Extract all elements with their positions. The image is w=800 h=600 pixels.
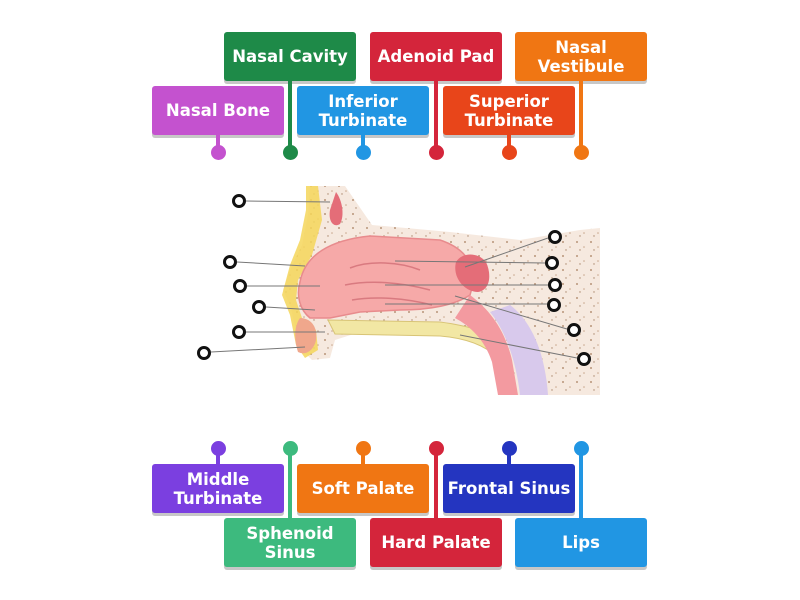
tile-pin-dot	[356, 441, 371, 456]
leader-lines	[210, 200, 578, 359]
tile-pin-dot	[356, 145, 371, 160]
spine-shape	[490, 305, 548, 395]
tile-pin-stem	[434, 80, 438, 152]
tile-pin-dot	[283, 145, 298, 160]
slot-7[interactable]	[548, 230, 562, 244]
pharynx-shape	[455, 295, 518, 395]
tile-pin-dot	[574, 441, 589, 456]
slot-9[interactable]	[548, 278, 562, 292]
tile-pin-stem	[579, 80, 583, 152]
tile-nasal-vestibule[interactable]: Nasal Vestibule	[515, 32, 647, 81]
tile-adenoid-pad[interactable]: Adenoid Pad	[370, 32, 502, 81]
slot-2[interactable]	[223, 255, 237, 269]
slot-12[interactable]	[577, 352, 591, 366]
tile-frontal-sinus[interactable]: Frontal Sinus	[443, 464, 575, 513]
slot-8[interactable]	[545, 256, 559, 270]
tile-nasal-cavity[interactable]: Nasal Cavity	[224, 32, 356, 81]
tile-pin-stem	[579, 448, 583, 520]
lips-shape	[295, 318, 317, 354]
tile-pin-stem	[216, 448, 220, 466]
tile-pin-dot	[502, 145, 517, 160]
tile-inferior-turbinate[interactable]: Inferior Turbinate	[297, 86, 429, 135]
tile-lips[interactable]: Lips	[515, 518, 647, 567]
tile-pin-dot	[283, 441, 298, 456]
tile-pin-dot	[502, 441, 517, 456]
tile-pin-stem	[216, 134, 220, 152]
tile-soft-palate[interactable]: Soft Palate	[297, 464, 429, 513]
slot-6[interactable]	[197, 346, 211, 360]
slot-5[interactable]	[232, 325, 246, 339]
slot-3[interactable]	[233, 279, 247, 293]
slot-4[interactable]	[252, 300, 266, 314]
tile-pin-stem	[434, 448, 438, 520]
tile-sphenoid-sinus[interactable]: Sphenoid Sinus	[224, 518, 356, 567]
slot-1[interactable]	[232, 194, 246, 208]
tile-pin-dot	[429, 441, 444, 456]
tile-pin-dot	[429, 145, 444, 160]
sphenoid-sinus-shape	[455, 254, 490, 292]
tile-pin-dot	[211, 145, 226, 160]
slot-11[interactable]	[567, 323, 581, 337]
tile-pin-stem	[507, 134, 511, 152]
tile-pin-dot	[574, 145, 589, 160]
tile-pin-dot	[211, 441, 226, 456]
tile-pin-stem	[507, 448, 511, 466]
slot-10[interactable]	[547, 298, 561, 312]
tile-pin-stem	[361, 134, 365, 152]
tile-superior-turbinate[interactable]: Superior Turbinate	[443, 86, 575, 135]
frontal-sinus-shape	[329, 192, 343, 226]
tile-hard-palate[interactable]: Hard Palate	[370, 518, 502, 567]
skin-layer	[282, 186, 322, 358]
tile-pin-stem	[288, 80, 292, 152]
tile-pin-stem	[361, 448, 365, 466]
nasal-cavity-shape	[297, 235, 474, 319]
tile-nasal-bone[interactable]: Nasal Bone	[152, 86, 284, 135]
turbinate-curves	[344, 262, 433, 306]
tile-middle-turbinate[interactable]: Middle Turbinate	[152, 464, 284, 513]
tile-pin-stem	[288, 448, 292, 520]
